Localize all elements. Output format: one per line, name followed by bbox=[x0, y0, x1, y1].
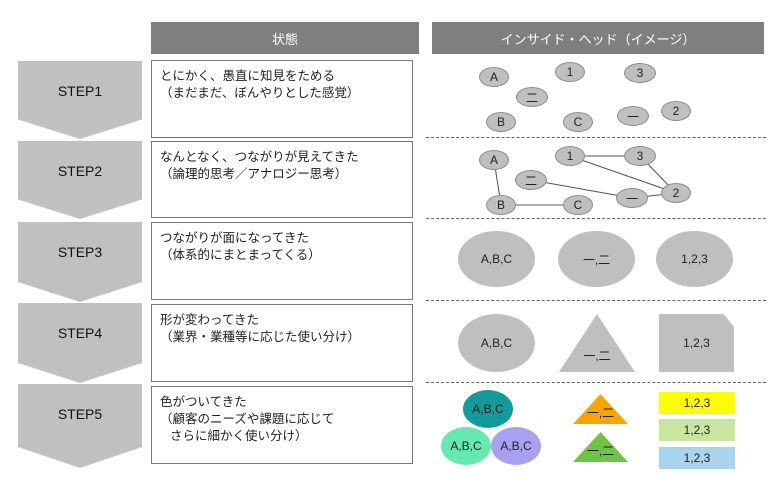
header-state: 状態 bbox=[151, 22, 419, 54]
s1-node-ni: 二 bbox=[516, 87, 548, 107]
s5-ellipse-lavender: A,B,C bbox=[491, 427, 541, 465]
step4-line1: 形が変わってきた bbox=[160, 312, 260, 327]
s1-node-2: 2 bbox=[661, 101, 691, 121]
separator-2 bbox=[426, 218, 766, 219]
s1-node-b: B bbox=[486, 112, 516, 132]
step2-description: なんとなく、つながりが見えてきた （論理的思考／アナロジー思考） bbox=[151, 141, 413, 218]
s5-bar-lightgreen: 1,2,3 bbox=[659, 419, 735, 441]
step2-line2: （論理的思考／アナロジー思考） bbox=[160, 166, 348, 181]
s2-node-ni: 二 bbox=[515, 170, 547, 190]
s2-line-1-2 bbox=[569, 155, 677, 194]
separator-3 bbox=[426, 300, 766, 301]
step5-line2: （顧客のニーズや課題に応じて bbox=[160, 411, 335, 426]
step3-description: つながりが面になってきた （体系的にまとまってくる） bbox=[151, 222, 413, 300]
step5-line3: さらに細かく使い分け） bbox=[170, 428, 308, 443]
step1-label: STEP1 bbox=[57, 83, 103, 99]
step3-label: STEP3 bbox=[57, 244, 103, 260]
step1-line2: （まだまだ、ぼんやりとした感覚） bbox=[160, 85, 360, 100]
step4-description: 形が変わってきた （業界・業種等に応じた使い分け） bbox=[151, 304, 413, 382]
step5-line1: 色がついてきた bbox=[160, 394, 247, 409]
s5-ellipse-teal: A,B,C bbox=[463, 390, 513, 428]
s3-group-kanji: 一,二 bbox=[558, 231, 635, 287]
s4-ellipse-abc: A,B,C bbox=[458, 314, 535, 372]
step2-label: STEP2 bbox=[57, 163, 103, 179]
s2-node-a: A bbox=[479, 150, 509, 170]
s2-node-ichi: 一 bbox=[616, 188, 648, 208]
s2-node-b: B bbox=[486, 195, 516, 215]
step4-label: STEP4 bbox=[57, 325, 103, 341]
s2-node-c: C bbox=[563, 195, 593, 215]
s5-bar-yellow: 1,2,3 bbox=[659, 392, 735, 414]
s2-line-ni-ichi bbox=[530, 179, 633, 199]
separator-4 bbox=[426, 382, 766, 383]
step2-line1: なんとなく、つながりが見えてきた bbox=[160, 149, 359, 164]
s5-ellipse-mint: A,B,C bbox=[441, 427, 491, 465]
s1-node-a: A bbox=[479, 67, 509, 87]
step4-line2: （業界・業種等に応じた使い分け） bbox=[160, 329, 361, 344]
step1-line1: とにかく、愚直に知見をためる bbox=[160, 68, 336, 83]
step5-label: STEP5 bbox=[57, 406, 103, 422]
s2-node-1: 1 bbox=[555, 146, 585, 166]
s1-node-c: C bbox=[563, 112, 593, 132]
s1-node-3: 3 bbox=[624, 63, 656, 83]
s2-node-2: 2 bbox=[661, 183, 691, 203]
step3-chevron: STEP3 bbox=[18, 222, 142, 302]
s3-group-nums: 1,2,3 bbox=[656, 231, 733, 287]
s1-node-1: 1 bbox=[555, 62, 585, 82]
step1-description: とにかく、愚直に知見をためる （まだまだ、ぼんやりとした感覚） bbox=[151, 60, 413, 138]
s4-rect-nums: 1,2,3 bbox=[659, 314, 734, 372]
s2-node-3: 3 bbox=[624, 146, 656, 166]
step5-description: 色がついてきた （顧客のニーズや課題に応じて さらに細かく使い分け） bbox=[151, 386, 413, 464]
separator-1 bbox=[426, 137, 766, 138]
s3-group-abc: A,B,C bbox=[458, 231, 535, 287]
step3-line2: （体系的にまとまってくる） bbox=[160, 247, 321, 262]
step3-line1: つながりが面になってきた bbox=[160, 230, 310, 245]
step4-chevron: STEP4 bbox=[18, 303, 142, 383]
s5-bar-lightblue: 1,2,3 bbox=[659, 447, 735, 469]
s1-node-ichi: 一 bbox=[617, 106, 649, 126]
header-insight: インサイド・ヘッド（イメージ） bbox=[432, 22, 764, 54]
